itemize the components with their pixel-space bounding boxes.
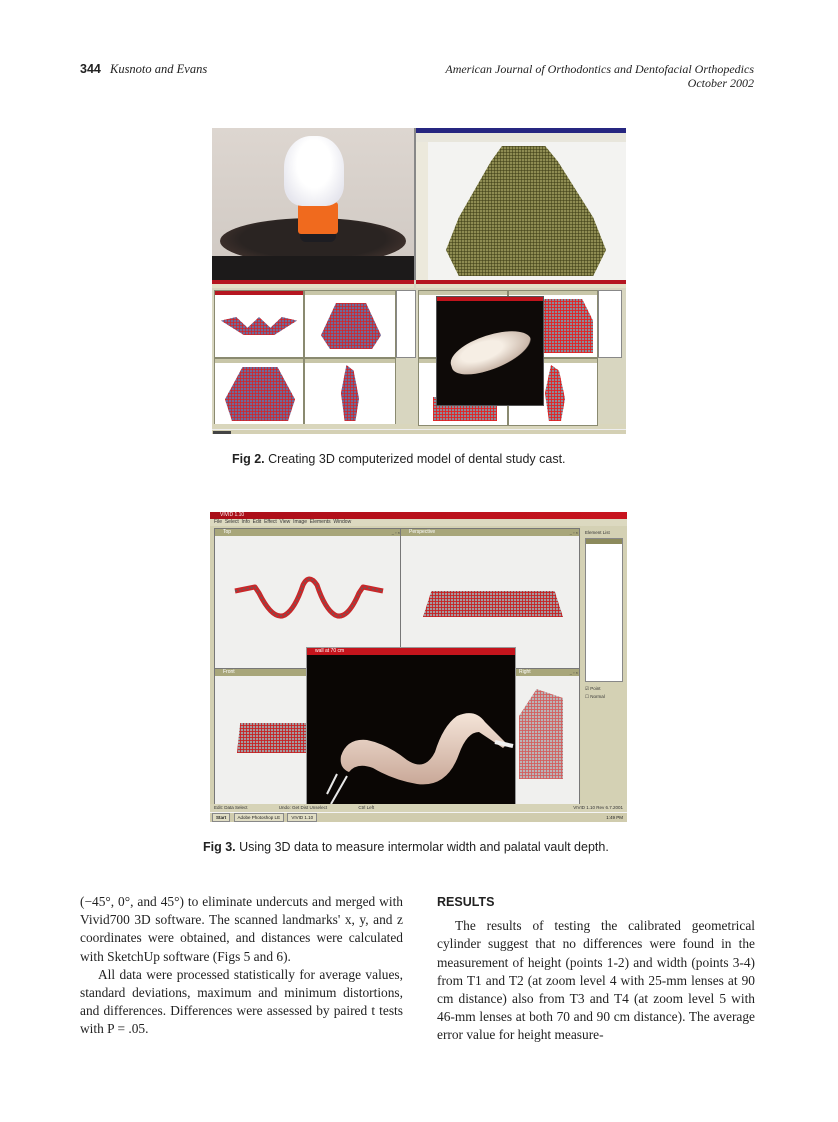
mesh-top-view: [221, 317, 297, 335]
palate-wireframe-mesh: [446, 146, 606, 276]
pane-right: Right _ ▫ ×: [510, 668, 580, 806]
running-header-right: American Journal of Orthodontics and Den…: [445, 62, 754, 90]
option-normal[interactable]: ☐ Normal: [585, 694, 605, 699]
pane-title: Right: [519, 669, 531, 675]
taskbar-clock: 1:49 PM: [606, 815, 623, 820]
journal-title: American Journal of Orthodontics and Den…: [445, 62, 754, 76]
running-header-left: 344 Kusnoto and Evans: [80, 62, 207, 77]
pane-title: Front: [223, 669, 235, 675]
menu-elements[interactable]: Elements: [309, 519, 331, 525]
scanner-base: [212, 256, 414, 280]
tool-palette: [416, 142, 428, 280]
popup-title: wall at 70 cm: [315, 648, 345, 654]
dental-cast: [284, 136, 344, 206]
view-pane-top: [214, 290, 304, 358]
window-titlebar: [416, 128, 626, 133]
window-titlebar: [416, 280, 626, 284]
element-list[interactable]: [585, 538, 623, 682]
taskbar: Start Adobe Photoshop LE VIVID 1.10 1:49…: [210, 812, 627, 822]
element-list-panel: Element List ☑ Point ☐ Normal: [581, 526, 627, 808]
orange-pedestal: [298, 202, 338, 234]
toolbar: [416, 133, 626, 142]
pane-title: Perspective: [409, 529, 436, 535]
menu-window[interactable]: Window: [333, 519, 352, 525]
view-pane-right: [304, 358, 396, 426]
section-heading: RESULTS: [437, 895, 495, 909]
start-button[interactable]: [213, 431, 231, 434]
side-list: [396, 290, 416, 358]
status-right: Ctrl Left: [358, 805, 375, 810]
rendered-cast: [445, 322, 537, 382]
status-middle: Undo: Get Dist Unselect: [278, 805, 328, 810]
pane-perspective: Perspective _ ▫ ×: [400, 528, 580, 670]
status-left: Edit: Data Select: [214, 805, 248, 810]
mesh-view: [539, 299, 593, 353]
start-button[interactable]: Start: [212, 813, 231, 822]
window-titlebar: [212, 280, 414, 284]
pane-window-controls[interactable]: _ ▫ ×: [569, 530, 578, 535]
pane-window-controls[interactable]: _ ▫ ×: [569, 670, 578, 675]
arch-mesh-curve: [234, 576, 384, 619]
wireframe-window: [414, 128, 626, 280]
menu-bar: [212, 284, 414, 288]
menu-bar: [416, 284, 626, 288]
status-bar: Edit: Data Select Undo: Get Dist Unselec…: [210, 804, 627, 812]
mesh-side-view: [545, 365, 565, 421]
front-mesh: [237, 723, 317, 753]
page-number: 344: [80, 62, 101, 76]
pane-title: Top: [223, 529, 232, 535]
body-column-right: RESULTS The results of testing the calib…: [437, 893, 755, 1045]
issue-date: October 2002: [687, 76, 754, 90]
perspective-mesh: [423, 591, 563, 617]
pane-window-controls[interactable]: _ ▫ ×: [391, 530, 400, 535]
figure-3-caption: Fig 3. Using 3D data to measure intermol…: [203, 840, 609, 854]
option-point[interactable]: ☑ Point: [585, 686, 601, 691]
menu-file[interactable]: File: [214, 519, 223, 525]
rendered-model-popup: wall at 70 cm: [306, 647, 516, 819]
taskbar-item-photoshop[interactable]: Adobe Photoshop LE: [233, 813, 285, 822]
mesh-perspective-view: [321, 303, 381, 349]
menu-edit[interactable]: Edit: [252, 519, 262, 525]
menu-info[interactable]: Info: [241, 519, 250, 525]
status-bar: [212, 424, 626, 429]
body-column-left: (−45°, 0°, and 45°) to eliminate undercu…: [80, 893, 403, 1039]
figure-2-caption-text: Creating 3D computerized model of dental…: [268, 452, 566, 466]
pedestal-bottom: [300, 232, 336, 242]
pane-top: Top _ ▫ ×: [214, 528, 402, 670]
app-title: VIVID 1.10: [220, 512, 245, 518]
rendered-arch-model: [326, 713, 514, 805]
menu-select[interactable]: Select: [224, 519, 239, 525]
figure-2-label: Fig 2.: [232, 452, 265, 466]
paragraph: The results of testing the calibrated ge…: [437, 918, 755, 1043]
paragraph: All data were processed statistically fo…: [80, 966, 403, 1037]
view-pane-perspective: [304, 290, 396, 358]
taskbar-item-vivid[interactable]: VIVID 1.10: [287, 813, 318, 822]
taskbar: [212, 429, 626, 434]
menu-view[interactable]: View: [279, 519, 291, 525]
status-version: VIVID 1.10 Rev 6.7.2001: [573, 805, 623, 810]
rendered-cast-popup: [436, 296, 544, 406]
authors: Kusnoto and Evans: [109, 62, 208, 76]
figure-3-label: Fig 3.: [203, 840, 236, 854]
mesh-front-view: [225, 367, 295, 421]
figure-3-caption-text: Using 3D data to measure intermolar widt…: [239, 840, 609, 854]
menu-effect[interactable]: Effect: [264, 519, 277, 525]
scanner-photo: [212, 128, 414, 280]
menu-image[interactable]: Image: [293, 519, 307, 525]
element-list-title: Element List: [585, 530, 610, 535]
view-pane-front: [214, 358, 304, 426]
figure-3-image: VIVID 1.10 File Select Info Edit Effect …: [210, 512, 627, 822]
element-list-selected-item[interactable]: [586, 539, 622, 544]
menu-bar: File Select Info Edit Effect View Image …: [210, 519, 627, 526]
side-list: [598, 290, 622, 358]
paragraph: (−45°, 0°, and 45°) to eliminate undercu…: [80, 894, 403, 964]
figure-2-image: [212, 128, 626, 434]
figure-2-caption: Fig 2. Creating 3D computerized model of…: [232, 452, 566, 466]
app-titlebar: VIVID 1.10: [210, 512, 627, 519]
mesh-side-view: [341, 365, 359, 421]
right-mesh: [519, 689, 563, 779]
